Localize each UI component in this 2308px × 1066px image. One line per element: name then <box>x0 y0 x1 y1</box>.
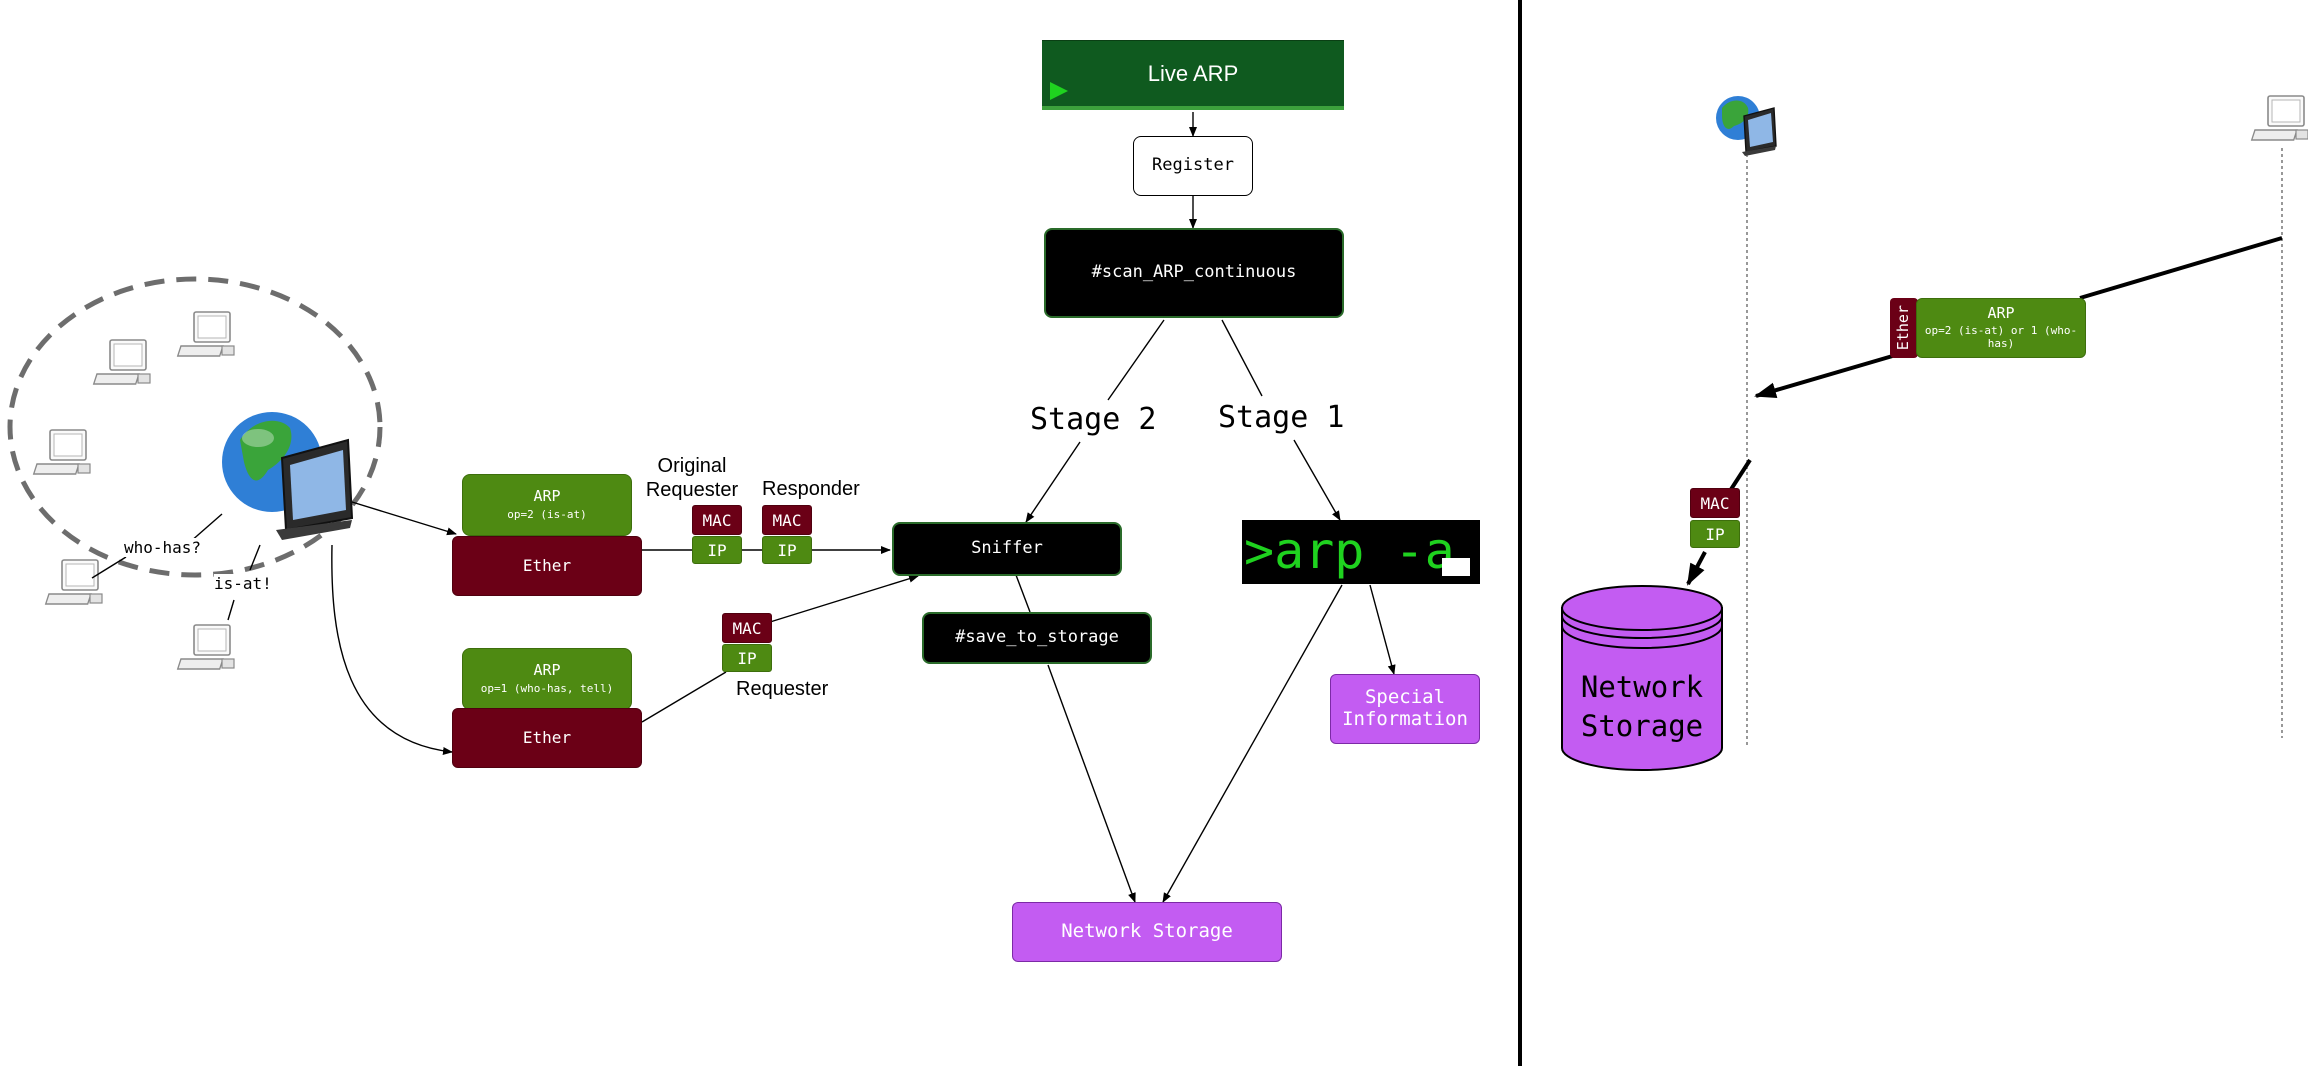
computer-icon <box>176 311 235 357</box>
message-arp-label: ARP <box>1987 304 2015 323</box>
reply-arp-layer: ARP op=2 (is-at) <box>462 474 632 536</box>
special-information-label: Special Information <box>1342 686 1468 730</box>
right-network-storage-label: Network Storage <box>1580 670 1704 744</box>
scan-arp-node: #scan_ARP_continuous <box>1044 228 1344 318</box>
requester-ip: IP <box>722 644 772 672</box>
reply-ether-label: Ether <box>522 555 572 575</box>
request-ether-label: Ether <box>522 727 572 747</box>
sniffer-node: Sniffer <box>892 522 1122 576</box>
local-network-circle <box>7 276 383 578</box>
message-ether-layer: Ether <box>1890 298 1918 358</box>
network-storage-node: Network Storage <box>1012 902 1282 962</box>
live-arp-button[interactable]: Live ARP <box>1042 40 1344 110</box>
register-label: Register <box>1152 155 1234 176</box>
message-ether-label: Ether <box>1894 305 1913 351</box>
monitor-icon <box>1742 107 1777 156</box>
original-requester-ip: IP <box>692 536 742 564</box>
message-arp-layer: ARP op=2 (is-at) or 1 (who-has) <box>1916 298 2086 358</box>
stage-1-label: Stage 1 <box>1218 400 1345 435</box>
live-arp-label: Live ARP <box>1147 60 1239 86</box>
save-to-storage-label: #save_to_storage <box>955 627 1119 648</box>
computer-icon <box>44 559 103 605</box>
request-ether-layer: Ether <box>452 708 642 768</box>
responder-ip: IP <box>762 536 812 564</box>
sniffer-label: Sniffer <box>971 538 1043 559</box>
message-op-label: op=2 (is-at) or 1 (who-has) <box>1924 324 2078 351</box>
play-icon <box>1050 82 1068 100</box>
computer-icon <box>32 429 91 475</box>
requester-mac: MAC <box>722 613 772 643</box>
reply-arp-label: ARP <box>533 487 561 506</box>
computer-icon <box>92 339 151 385</box>
network-storage-label: Network Storage <box>1061 920 1233 943</box>
request-arp-layer: ARP op=1 (who-has, tell) <box>462 648 632 710</box>
reply-op-label: op=2 (is-at) <box>507 508 587 522</box>
request-arp-label: ARP <box>533 661 561 680</box>
computer-icon <box>2250 95 2308 141</box>
original-requester-label: Original Requester <box>645 455 739 501</box>
reply-ether-layer: Ether <box>452 536 642 596</box>
storage-ip: IP <box>1690 520 1740 548</box>
storage-mac: MAC <box>1690 488 1740 518</box>
requester-label: Requester <box>736 678 829 700</box>
terminal-cursor <box>1442 558 1470 576</box>
who-has-label: who-has? <box>124 538 202 557</box>
is-at-label: is-at! <box>214 574 272 593</box>
database-icon <box>1561 585 1723 771</box>
responder-mac: MAC <box>762 505 812 535</box>
computer-icon <box>176 624 235 670</box>
stage-2-label: Stage 2 <box>1030 402 1157 437</box>
responder-label: Responder <box>762 478 860 500</box>
register-node: Register <box>1133 136 1253 196</box>
terminal-text: >arp -a <box>1244 522 1455 581</box>
scan-arp-label: #scan_ARP_continuous <box>1091 262 1297 283</box>
special-information-node: Special Information <box>1330 674 1480 744</box>
request-op-label: op=1 (who-has, tell) <box>480 682 614 696</box>
save-to-storage-node: #save_to_storage <box>922 612 1152 664</box>
original-requester-mac: MAC <box>692 505 742 535</box>
monitor-icon <box>276 438 354 540</box>
arp-terminal: >arp -a <box>1242 520 1480 584</box>
